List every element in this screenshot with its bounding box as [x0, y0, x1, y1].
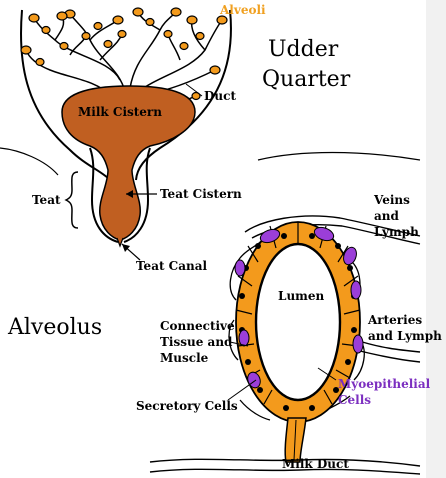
milk-cistern-label: Milk Cistern — [78, 105, 162, 119]
connective-label-line2: Tissue and — [160, 335, 233, 349]
connective-label-line3: Muscle — [160, 351, 209, 365]
arteries-label-line2: and Lymph — [368, 329, 442, 343]
udder-outer-body-line — [0, 148, 420, 175]
myoepithelial-label-line1: Myoepithelial — [338, 377, 431, 391]
duct-label: Duct — [204, 89, 236, 103]
arteries-and-lymph-vessel — [356, 340, 420, 362]
lumen-label: Lumen — [278, 289, 324, 303]
secretory-cells-label: Secretory Cells — [136, 399, 238, 413]
veins-label-line3: Lymph — [374, 225, 419, 239]
veins-label-line1: Veins — [373, 193, 410, 207]
teat-bracket — [66, 172, 78, 228]
alveolus-lumen — [256, 244, 340, 400]
teat-label: Teat — [32, 193, 61, 207]
connective-label-line1: Connective — [160, 319, 235, 333]
udder-quarter-label-line1: Udder — [268, 37, 339, 62]
milk-duct-label: Milk Duct — [282, 457, 349, 471]
alveoli-label: Alveoli — [219, 3, 266, 17]
myoepithelial-label-line2: Cells — [338, 393, 371, 407]
veins-label-line2: and — [374, 209, 400, 223]
teat-canal-label: Teat Canal — [136, 259, 208, 273]
arteries-label-line1: Arteries — [367, 313, 422, 327]
udder-quarter-label-line2: Quarter — [262, 67, 351, 92]
alveolus-label: Alveolus — [7, 315, 102, 340]
teat-cistern-label: Teat Cistern — [160, 187, 242, 201]
